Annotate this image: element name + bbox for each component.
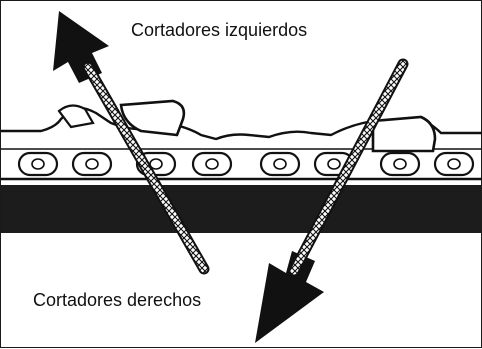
arrow-down-left-icon (255, 251, 324, 343)
left-cutters-label: Cortadores izquierdos (131, 20, 308, 40)
right-cutter-tooth (371, 115, 437, 153)
left-cutter-tooth (119, 99, 186, 137)
guide-bar (1, 185, 482, 233)
arrow-up-left-icon (53, 11, 109, 83)
right-cutters-label: Cortadores derechos (33, 290, 202, 310)
